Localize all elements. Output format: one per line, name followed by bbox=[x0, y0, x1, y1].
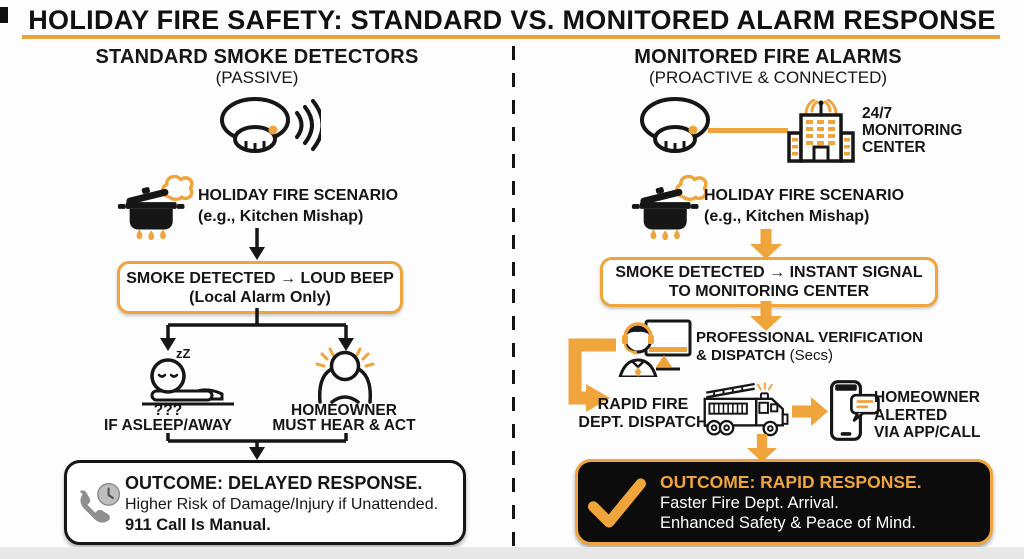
right-scenario-label: HOLIDAY FIRE SCENARIO (e.g., Kitchen Mis… bbox=[704, 187, 905, 225]
right-outcome-text: OUTCOME: RAPID RESPONSE. Faster Fire Dep… bbox=[660, 472, 922, 532]
checkmark-icon bbox=[588, 477, 646, 529]
alert-person-icon bbox=[306, 346, 384, 404]
smartphone-message-icon bbox=[828, 379, 882, 442]
page-title: HOLIDAY FIRE SAFETY: STANDARD VS. MONITO… bbox=[28, 5, 996, 35]
monitoring-building-icon bbox=[783, 99, 859, 163]
right-outcome-box: OUTCOME: RAPID RESPONSE. Faster Fire Dep… bbox=[575, 459, 993, 545]
operator-headset-icon bbox=[616, 317, 692, 377]
left-outcome-text: OUTCOME: DELAYED RESPONSE. Higher Risk o… bbox=[125, 473, 439, 534]
alerted-label: HOMEOWNER ALERTED VIA APP/CALL bbox=[874, 389, 981, 441]
elbow-arrow-icon bbox=[556, 336, 618, 424]
hear-label-line2: MUST HEAR & ACT bbox=[272, 417, 416, 434]
zz-sleep-marks: zZ bbox=[176, 346, 191, 361]
verification-label: PROFESSIONAL VERIFICATION & DISPATCH (Se… bbox=[696, 329, 923, 364]
title-underline bbox=[22, 35, 1000, 39]
smoke-detector-icon bbox=[213, 94, 321, 160]
left-subheading: (PASSIVE) bbox=[215, 68, 299, 87]
right-alarm-box: SMOKE DETECTED → INSTANT SIGNAL TO MONIT… bbox=[600, 257, 938, 307]
left-scenario-label: HOLIDAY FIRE SCENARIO (e.g., Kitchen Mis… bbox=[198, 187, 399, 225]
pot-fire-icon bbox=[114, 170, 208, 240]
orange-down-arrow-icon bbox=[745, 434, 779, 462]
right-heading: MONITORED FIRE ALARMS bbox=[634, 46, 902, 68]
orange-down-arrow-icon bbox=[749, 301, 783, 331]
bottom-edge bbox=[0, 547, 1024, 559]
down-arrow-icon bbox=[246, 228, 268, 260]
sound-waves-icon bbox=[295, 99, 321, 151]
left-heading: STANDARD SMOKE DETECTORS bbox=[95, 46, 419, 68]
fire-truck-icon bbox=[700, 377, 800, 441]
left-outcome-box: OUTCOME: DELAYED RESPONSE. Higher Risk o… bbox=[64, 460, 466, 545]
edge-mark bbox=[0, 7, 8, 23]
right-subheading: (PROACTIVE & CONNECTED) bbox=[648, 68, 888, 87]
orange-down-arrow-icon bbox=[749, 229, 783, 259]
connection-line bbox=[708, 128, 788, 133]
dispatch-label: RAPID FIRE DEPT. DISPATCH bbox=[578, 396, 708, 431]
left-alarm-box: SMOKE DETECTED → LOUD BEEP (Local Alarm … bbox=[117, 261, 403, 314]
branch-split-connector bbox=[145, 308, 369, 352]
question-marks: ??? bbox=[153, 402, 183, 419]
pot-fire-icon bbox=[628, 170, 722, 240]
branch-merge-connector bbox=[145, 433, 369, 460]
phone-clock-icon bbox=[77, 480, 123, 526]
smoke-detector-icon bbox=[633, 94, 717, 160]
column-divider bbox=[512, 46, 515, 546]
sleeping-person-icon bbox=[140, 350, 236, 408]
asleep-label: IF ASLEEP/AWAY bbox=[103, 417, 233, 434]
orange-right-arrow-icon bbox=[792, 397, 828, 426]
hear-label-line1: HOMEOWNER bbox=[291, 402, 397, 419]
monitoring-center-label: 24/7 MONITORING CENTER bbox=[862, 105, 963, 156]
